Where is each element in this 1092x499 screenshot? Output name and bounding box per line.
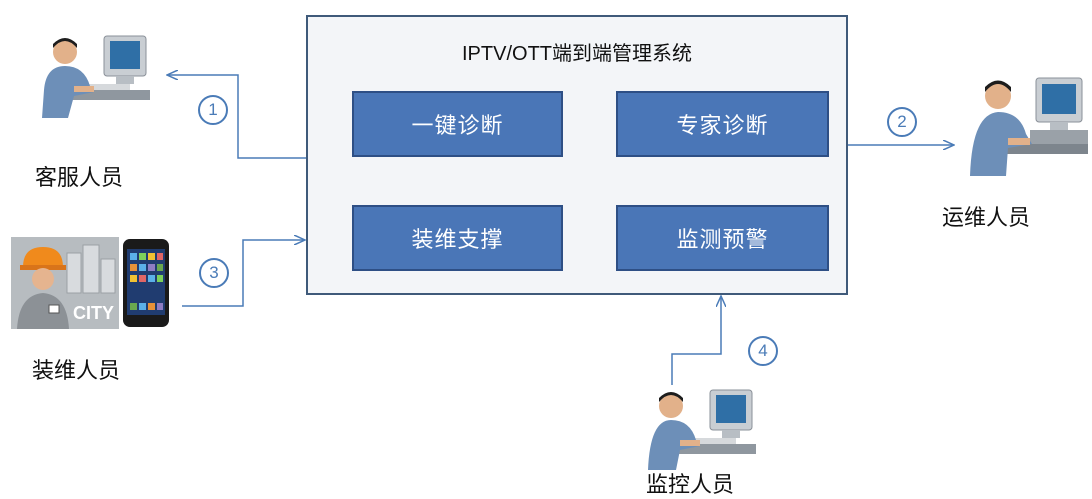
step-badge-2: 2 [887, 107, 917, 137]
step-badge-1: 1 [198, 95, 228, 125]
module-installation-support: 装维支撑 [352, 205, 563, 271]
module-expert-diagnosis: 专家诊断 [616, 91, 829, 157]
computer-operator-icon [960, 72, 1088, 176]
svg-text:CITY: CITY [73, 303, 114, 323]
connector-4 [671, 297, 721, 385]
role-label-operations: 运维人员 [942, 206, 1031, 231]
role-label-installation-maintenance: 装维人员 [32, 359, 121, 384]
connector-3 [182, 240, 304, 307]
computer-operator-icon [636, 386, 756, 470]
field-technician-smartphone-icon: CITY [11, 237, 169, 329]
role-label-customer-service: 客服人员 [35, 166, 124, 191]
role-label-monitoring: 监控人员 [646, 473, 735, 498]
module-monitoring-alert: 监测预警 [616, 205, 829, 271]
computer-operator-icon [30, 30, 150, 118]
step-badge-3: 3 [199, 258, 229, 288]
system-title: IPTV/OTT端到端管理系统 [462, 43, 692, 65]
module-one-click-diagnosis: 一键诊断 [352, 91, 563, 157]
step-badge-4: 4 [748, 336, 778, 366]
connector-1 [168, 75, 306, 159]
